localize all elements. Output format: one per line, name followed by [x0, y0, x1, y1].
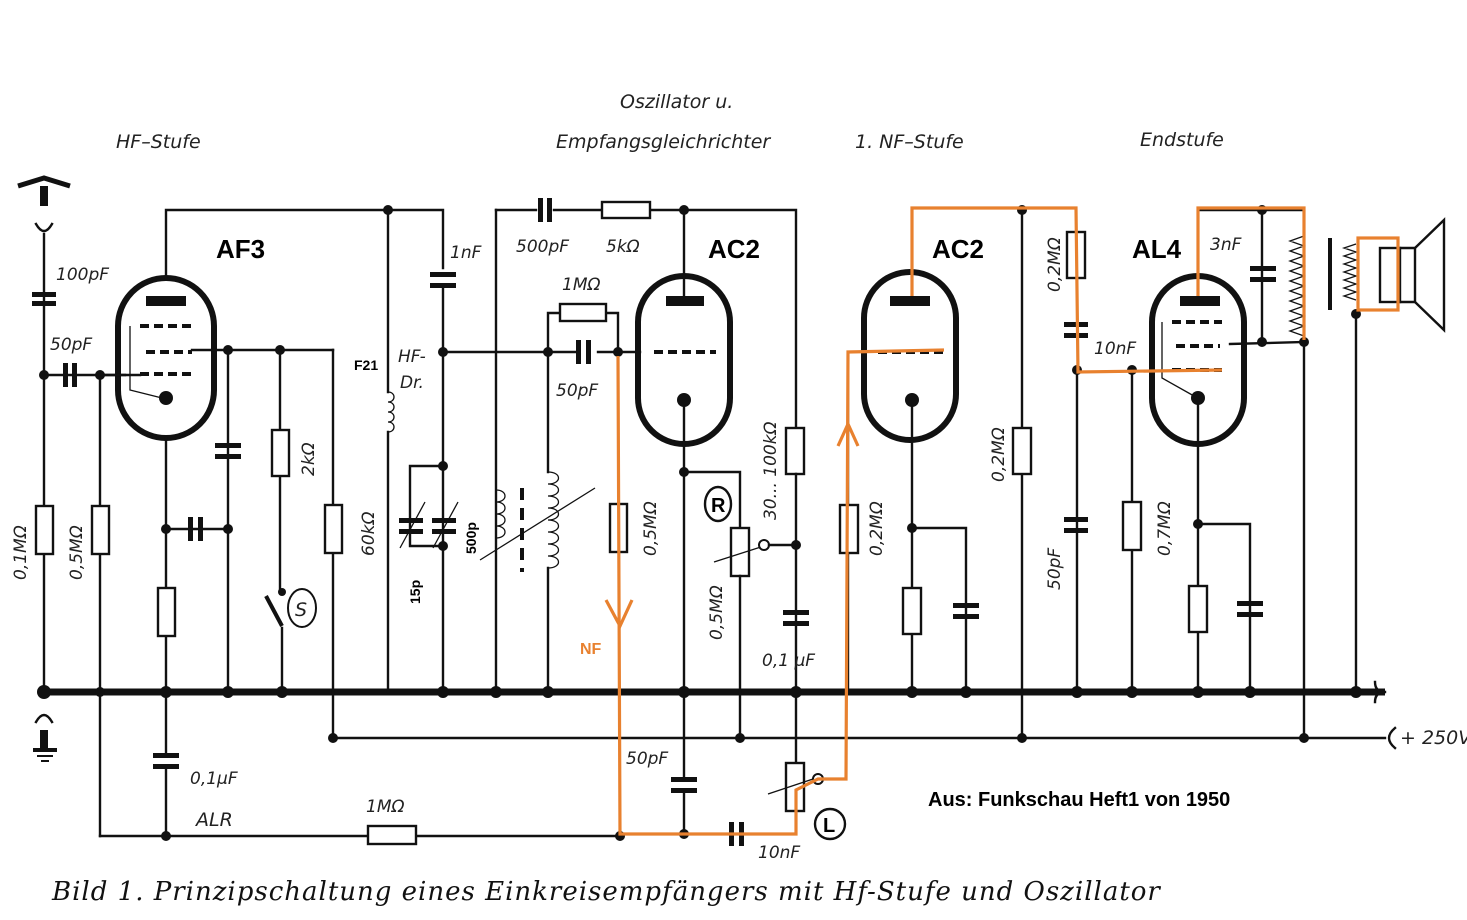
- variable-capacitor-15p[interactable]: [399, 518, 423, 523]
- supply-label: + 250V: [1400, 727, 1467, 749]
- feedback-coil: [495, 489, 506, 539]
- label-15p: 15p: [407, 580, 423, 604]
- label-alr: ALR: [194, 809, 233, 831]
- tube-label-af3: AF3: [216, 234, 265, 264]
- resistor-cathode-ac2-nf: [901, 586, 923, 636]
- label-2k: 2kΩ: [299, 442, 319, 476]
- label-1m-grid: 1MΩ: [562, 275, 600, 295]
- reg-r-label: R: [711, 495, 726, 517]
- loudspeaker-icon: [1378, 217, 1446, 333]
- capacitor-cathode-ac2-nf: [953, 603, 979, 608]
- tube-label-ac2-oscillator: AC2: [708, 234, 760, 264]
- capacitor-50pf-bottom: [671, 777, 697, 782]
- transformer-primary: [1288, 235, 1306, 337]
- variable-capacitor-500p[interactable]: [432, 518, 456, 523]
- tube-ac2-nf: [861, 269, 959, 443]
- switch-s-marker: [287, 588, 317, 628]
- tube-label-al4: AL4: [1132, 234, 1182, 264]
- ground-icon: [33, 713, 57, 762]
- label-3nf: 3nF: [1210, 235, 1242, 255]
- heading-oscillator-line1: Oszillator u.: [620, 91, 733, 113]
- resistor-1m-alr: [366, 824, 418, 846]
- antenna-icon: [17, 175, 71, 233]
- ground-terminal: [1373, 680, 1387, 704]
- hf-choke: [387, 391, 395, 433]
- label-f21: F21: [354, 357, 378, 373]
- resistor-1m-grid: [558, 302, 608, 323]
- capacitor-500pf: [538, 198, 543, 222]
- capacitor-0-1uf: [783, 610, 809, 615]
- coil-tuning-arrow: [479, 487, 596, 561]
- supply-terminal: [1387, 726, 1397, 750]
- vol-l-marker: [813, 807, 847, 841]
- tank-coil: [547, 471, 560, 569]
- label-50pf-al4: 50pF: [1045, 548, 1065, 590]
- label-5k: 5kΩ: [606, 237, 640, 257]
- label-10nf-bottom: 10nF: [758, 843, 800, 863]
- label-0-1m: 0,1MΩ: [11, 525, 31, 580]
- switch-s[interactable]: [264, 595, 284, 627]
- heading-end-stage: Endstufe: [1140, 129, 1224, 151]
- label-60k: 60kΩ: [359, 512, 379, 556]
- nf-signal-path: [604, 206, 1400, 836]
- label-50pf-input: 50pF: [50, 335, 92, 355]
- label-0-1uf-alr: 0,1μF: [190, 769, 238, 789]
- heading-nf-stage: 1. NF–Stufe: [855, 131, 964, 153]
- switch-s-label: S: [295, 599, 307, 621]
- source-note: Aus: Funkschau Heft1 von 1950: [928, 789, 1230, 811]
- resistor-0-1m: [34, 504, 55, 556]
- label-hf-choke-1: HF-: [398, 347, 426, 367]
- capacitor-cathode-bypass: [188, 517, 193, 541]
- tube-af3: [115, 275, 217, 441]
- resistor-5k: [600, 200, 652, 220]
- resistor-60k: [323, 503, 344, 555]
- label-0-2m-nf-grid: 0,2MΩ: [867, 501, 887, 556]
- label-1m-alr: 1MΩ: [366, 797, 404, 817]
- label-0-5m: 0,5MΩ: [67, 525, 87, 580]
- label-0-1uf: 0,1 μF: [762, 651, 815, 671]
- vol-l-label: L: [823, 815, 835, 837]
- capacitor-50pf-grid: [576, 340, 581, 364]
- resistor-0-7m: [1121, 500, 1143, 552]
- heading-hf-stage: HF–Stufe: [116, 131, 201, 153]
- label-1nf: 1nF: [450, 243, 482, 263]
- capacitor-1nf: [430, 272, 456, 277]
- transformer-secondary: [1341, 243, 1359, 301]
- capacitor-100pf: [32, 292, 56, 297]
- reg-r-marker: [703, 485, 733, 523]
- resistor-30-100k: [784, 426, 806, 476]
- resistor-2k: [270, 428, 291, 478]
- label-30-100k: 30... 100kΩ: [761, 421, 781, 520]
- resistor-0-2m-screen: [1011, 426, 1033, 476]
- resistor-cathode-af3: [156, 586, 177, 638]
- resistor-0-5m: [90, 504, 111, 556]
- label-pot-0-5m: 0,5MΩ: [707, 585, 727, 640]
- label-100pf: 100pF: [56, 265, 109, 285]
- capacitor-screen-bypass: [215, 443, 241, 448]
- label-500pf: 500pF: [516, 237, 569, 257]
- tube-label-ac2-nf: AC2: [932, 234, 984, 264]
- resistor-0-2m-nf-grid: [838, 503, 860, 555]
- heading-oscillator-line2: Empfangsgleichrichter: [556, 131, 771, 153]
- capacitor-50pf-al4: [1064, 517, 1088, 522]
- label-50pf-grid: 50pF: [556, 381, 598, 401]
- label-10nf-coupling: 10nF: [1094, 339, 1136, 359]
- capacitor-50pf-input: [63, 363, 68, 387]
- ground-junctions: [95, 686, 1256, 743]
- label-0-7m: 0,7MΩ: [1155, 501, 1175, 556]
- label-500p-var: 500p: [463, 522, 479, 554]
- label-hf-choke-2: Dr.: [400, 373, 424, 393]
- label-0-5m-nf: 0,5MΩ: [641, 501, 661, 556]
- label-50pf-bottom: 50pF: [626, 749, 668, 769]
- capacitor-cathode-al4: [1237, 601, 1263, 606]
- resistor-cathode-al4: [1187, 584, 1209, 634]
- figure-caption: Bild 1. Prinzipschaltung eines Einkreise…: [51, 877, 1161, 907]
- capacitor-0-1uf-alr: [153, 753, 179, 758]
- capacitor-3nf: [1250, 266, 1276, 271]
- label-0-2m-screen: 0,2MΩ: [989, 427, 1009, 482]
- label-0-2m-plate: 0,2MΩ: [1045, 237, 1065, 292]
- nf-signal-label: NF: [580, 641, 602, 658]
